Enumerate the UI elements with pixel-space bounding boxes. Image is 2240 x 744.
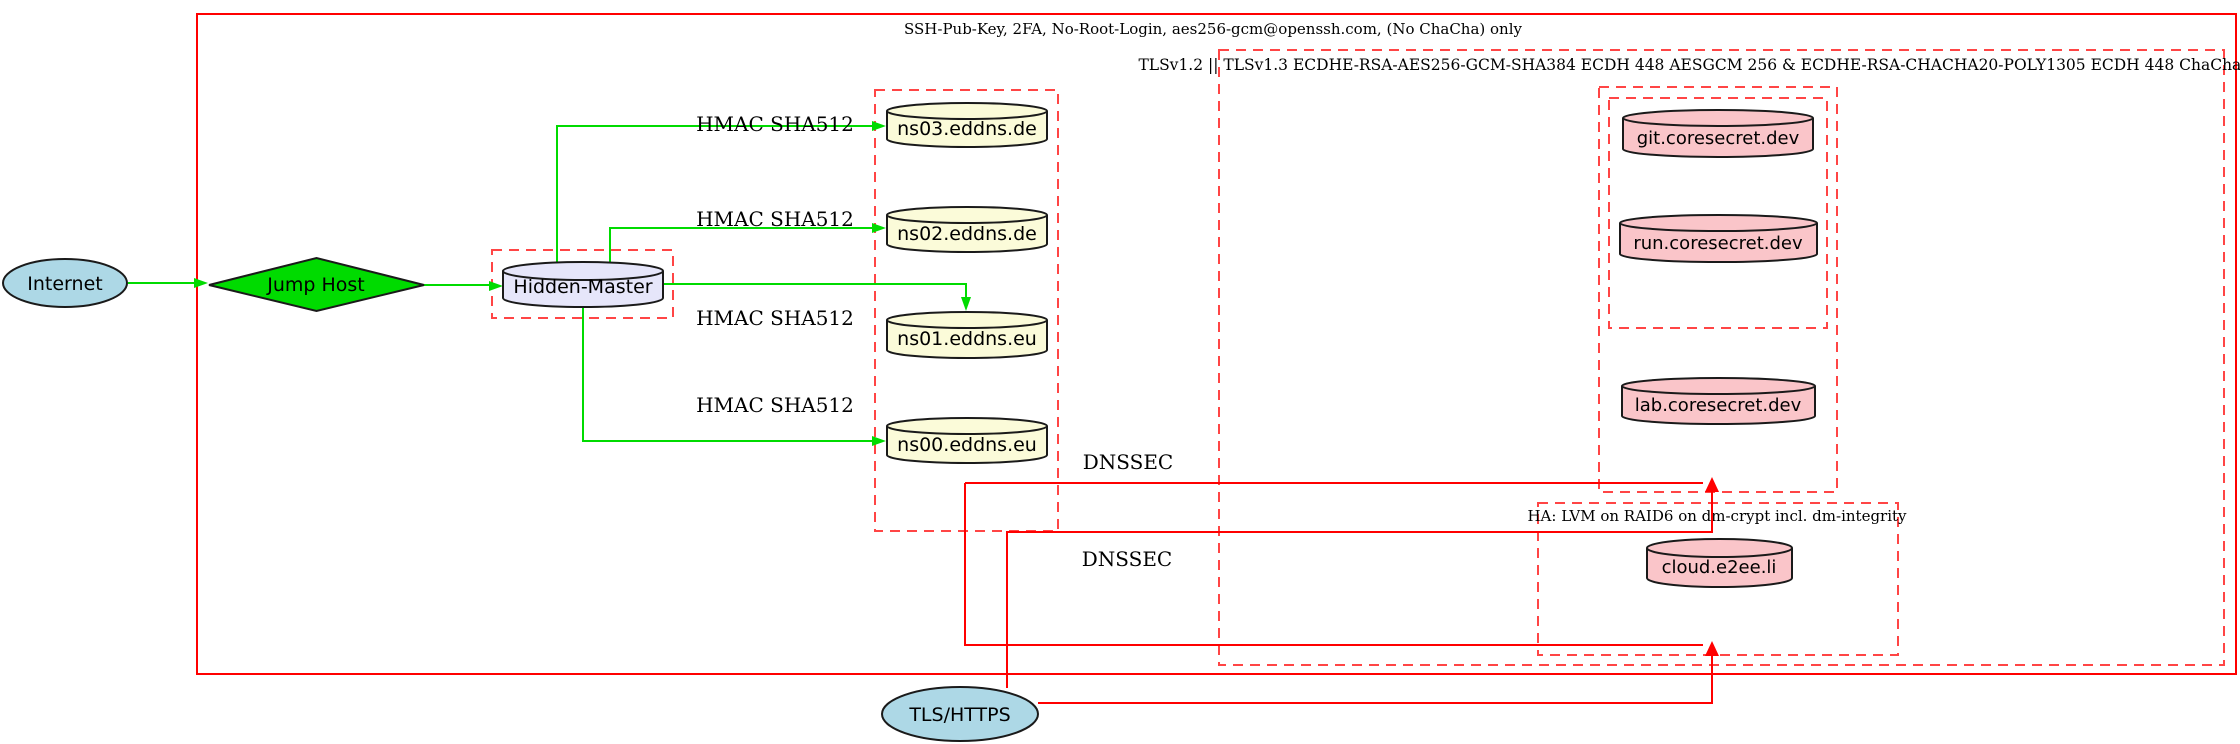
- cluster-ha-box: [1537, 502, 1899, 656]
- node-cloud-e2ee: cloud.e2ee.li: [1646, 538, 1793, 588]
- cylinder-seam: [886, 214, 1048, 224]
- node-tls-https: TLS/HTTPS: [881, 686, 1039, 742]
- cluster-services-inner-box: [1608, 97, 1828, 329]
- arrowhead-right-icon: [194, 278, 208, 288]
- node-jump-host-label: Jump Host: [266, 274, 365, 296]
- cluster-tls-box: [1218, 49, 2225, 666]
- arrowhead-down-icon: [961, 297, 971, 311]
- node-ns00: ns00.eddns.eu: [886, 417, 1048, 464]
- edge-label-hmac-ns02: HMAC SHA512: [696, 207, 854, 231]
- node-run-label: run.coresecret.dev: [1633, 233, 1803, 254]
- cylinder-seam: [886, 425, 1048, 435]
- cluster-ha-label: HA: LVM on RAID6 on dm-crypt incl. dm-in…: [1527, 507, 1907, 525]
- arrowhead-up-icon: [1705, 477, 1719, 492]
- cluster-dns-box: [874, 89, 1059, 532]
- edge-label-hmac-ns00: HMAC SHA512: [696, 393, 854, 417]
- cylinder-seam: [1621, 385, 1816, 395]
- arrowhead-right-icon: [872, 436, 886, 446]
- cylinder-seam: [502, 270, 664, 281]
- arrowhead-right-icon: [872, 223, 886, 233]
- node-jump-host: Jump Host: [208, 256, 425, 313]
- node-lab-label: lab.coresecret.dev: [1635, 395, 1802, 416]
- cluster-ssh-outer-box: [196, 13, 2237, 675]
- node-lab-coresecret: lab.coresecret.dev: [1621, 377, 1816, 425]
- edge-hiddenmaster-to-ns00: [582, 307, 886, 446]
- arrowhead-up-icon: [1705, 641, 1719, 656]
- node-ns03: ns03.eddns.de: [886, 102, 1048, 148]
- node-hidden-master-label: Hidden-Master: [513, 276, 652, 298]
- edge-hiddenmaster-to-ns03: [556, 121, 886, 262]
- node-tls-https-label: TLS/HTTPS: [908, 704, 1010, 726]
- arrowhead-right-icon: [489, 281, 503, 291]
- node-git-coresecret: git.coresecret.dev: [1622, 109, 1814, 158]
- node-hidden-master: Hidden-Master: [502, 261, 664, 308]
- node-ns01-label: ns01.eddns.eu: [897, 328, 1037, 350]
- arrowhead-right-icon: [872, 121, 886, 131]
- node-internet: Internet: [2, 258, 128, 308]
- node-ns02: ns02.eddns.de: [886, 206, 1048, 253]
- edge-label-dnssec-ha: DNSSEC: [1082, 547, 1173, 571]
- edge-internet-to-jumphost: [128, 278, 208, 288]
- cluster-ssh-label: SSH-Pub-Key, 2FA, No-Root-Login, aes256-…: [904, 20, 1523, 38]
- edge-label-dnssec-services: DNSSEC: [1083, 450, 1174, 474]
- edge-hiddenmaster-to-ns02: [609, 223, 886, 262]
- node-ns00-label: ns00.eddns.eu: [897, 434, 1037, 456]
- cluster-tls-label: TLSv1.2 || TLSv1.3 ECDHE-RSA-AES256-GCM-…: [1138, 56, 2240, 74]
- cluster-services-outer-box: [1598, 86, 1838, 493]
- edge-tlshttps-to-services: [1006, 477, 1719, 688]
- edge-jumphost-to-hiddenmaster: [424, 281, 503, 291]
- edge-label-hmac-ns01: HMAC SHA512: [696, 306, 854, 330]
- cylinder-seam: [886, 110, 1048, 120]
- edge-dns-to-ha-dnssec: [964, 483, 1703, 646]
- node-run-coresecret: run.coresecret.dev: [1619, 214, 1818, 263]
- cylinder-seam: [1622, 117, 1814, 127]
- cylinder-seam: [1619, 222, 1818, 232]
- cylinder-seam: [1646, 547, 1793, 558]
- edge-tlshttps-to-ha: [1038, 641, 1719, 704]
- node-ns03-label: ns03.eddns.de: [897, 118, 1037, 140]
- node-git-label: git.coresecret.dev: [1637, 128, 1800, 149]
- node-ns01: ns01.eddns.eu: [886, 311, 1048, 359]
- node-internet-label: Internet: [27, 273, 102, 295]
- edge-hiddenmaster-to-ns01: [663, 283, 971, 311]
- node-cloud-label: cloud.e2ee.li: [1662, 557, 1777, 578]
- cylinder-seam: [886, 319, 1048, 329]
- node-ns02-label: ns02.eddns.de: [897, 223, 1037, 245]
- edge-label-hmac-ns03: HMAC SHA512: [696, 112, 854, 136]
